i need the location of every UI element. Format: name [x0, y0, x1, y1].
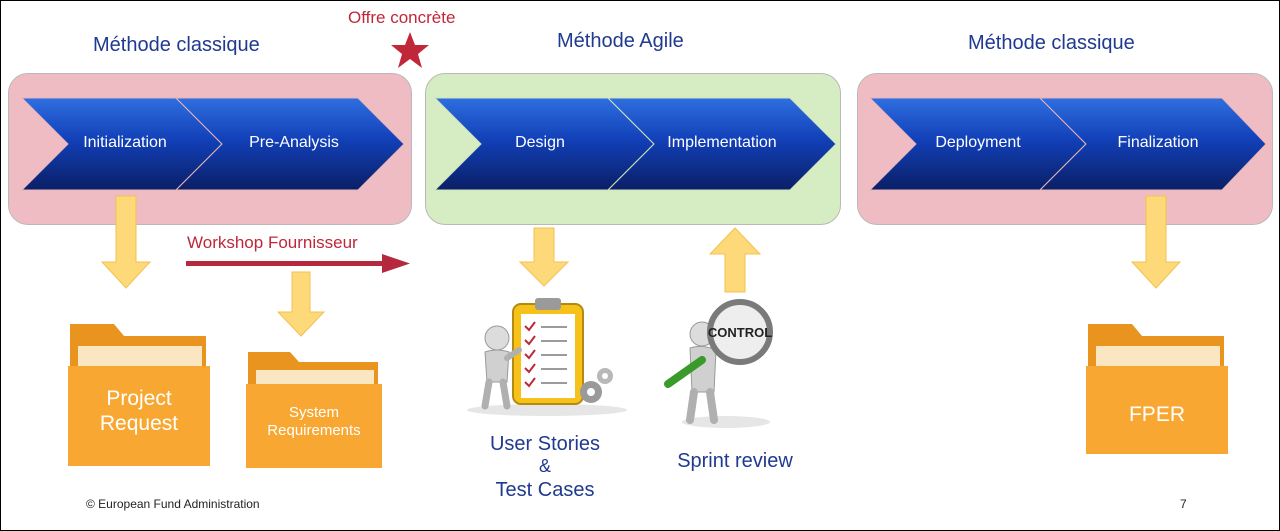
caption-sprint-review: Sprint review	[677, 450, 793, 472]
workshop-arrow-icon	[186, 254, 410, 273]
footer-copyright: © European Fund Administration	[86, 497, 260, 511]
folder-project-request-label: Project Request	[99, 387, 179, 436]
chevron-implementation	[606, 97, 837, 191]
offer-label: Offre concrète	[348, 8, 456, 27]
workshop-label: Workshop Fournisseur	[187, 233, 358, 252]
control-magnifier-illustration-icon: CONTROL	[664, 299, 773, 428]
phase-design: Design	[515, 134, 565, 151]
folder-system-requirements	[246, 352, 382, 468]
heading-classic-left: Méthode classique	[93, 34, 260, 56]
down-arrow-system-requirements	[276, 271, 326, 337]
chevron-pre-analysis	[174, 97, 405, 191]
caption-user-stories: User Stories & Test Cases	[489, 433, 601, 501]
folder-system-requirements-label: System Requirements	[267, 404, 361, 439]
down-arrow-project-request	[100, 195, 152, 289]
page-number: 7	[1180, 497, 1187, 511]
phase-finalization: Finalization	[1117, 134, 1199, 151]
heading-agile: Méthode Agile	[557, 30, 684, 52]
folder-project-request	[68, 324, 210, 466]
control-tag: CONTROL	[708, 325, 772, 340]
folder-fper-label: FPER	[1128, 403, 1185, 426]
phase-pre-analysis: Pre-Analysis	[249, 134, 339, 151]
down-arrow-user-stories	[518, 227, 570, 287]
folder-fper	[1086, 324, 1228, 454]
up-arrow-sprint-review	[708, 227, 762, 293]
phase-implementation: Implementation	[667, 134, 777, 151]
phase-initialization: Initialization	[83, 134, 167, 151]
down-arrow-fper	[1130, 195, 1182, 289]
checklist-illustration-icon	[463, 296, 631, 418]
chevron-finalization	[1038, 97, 1267, 191]
star-icon	[391, 32, 429, 68]
heading-classic-right: Méthode classique	[968, 32, 1135, 54]
phase-deployment: Deployment	[935, 134, 1021, 151]
